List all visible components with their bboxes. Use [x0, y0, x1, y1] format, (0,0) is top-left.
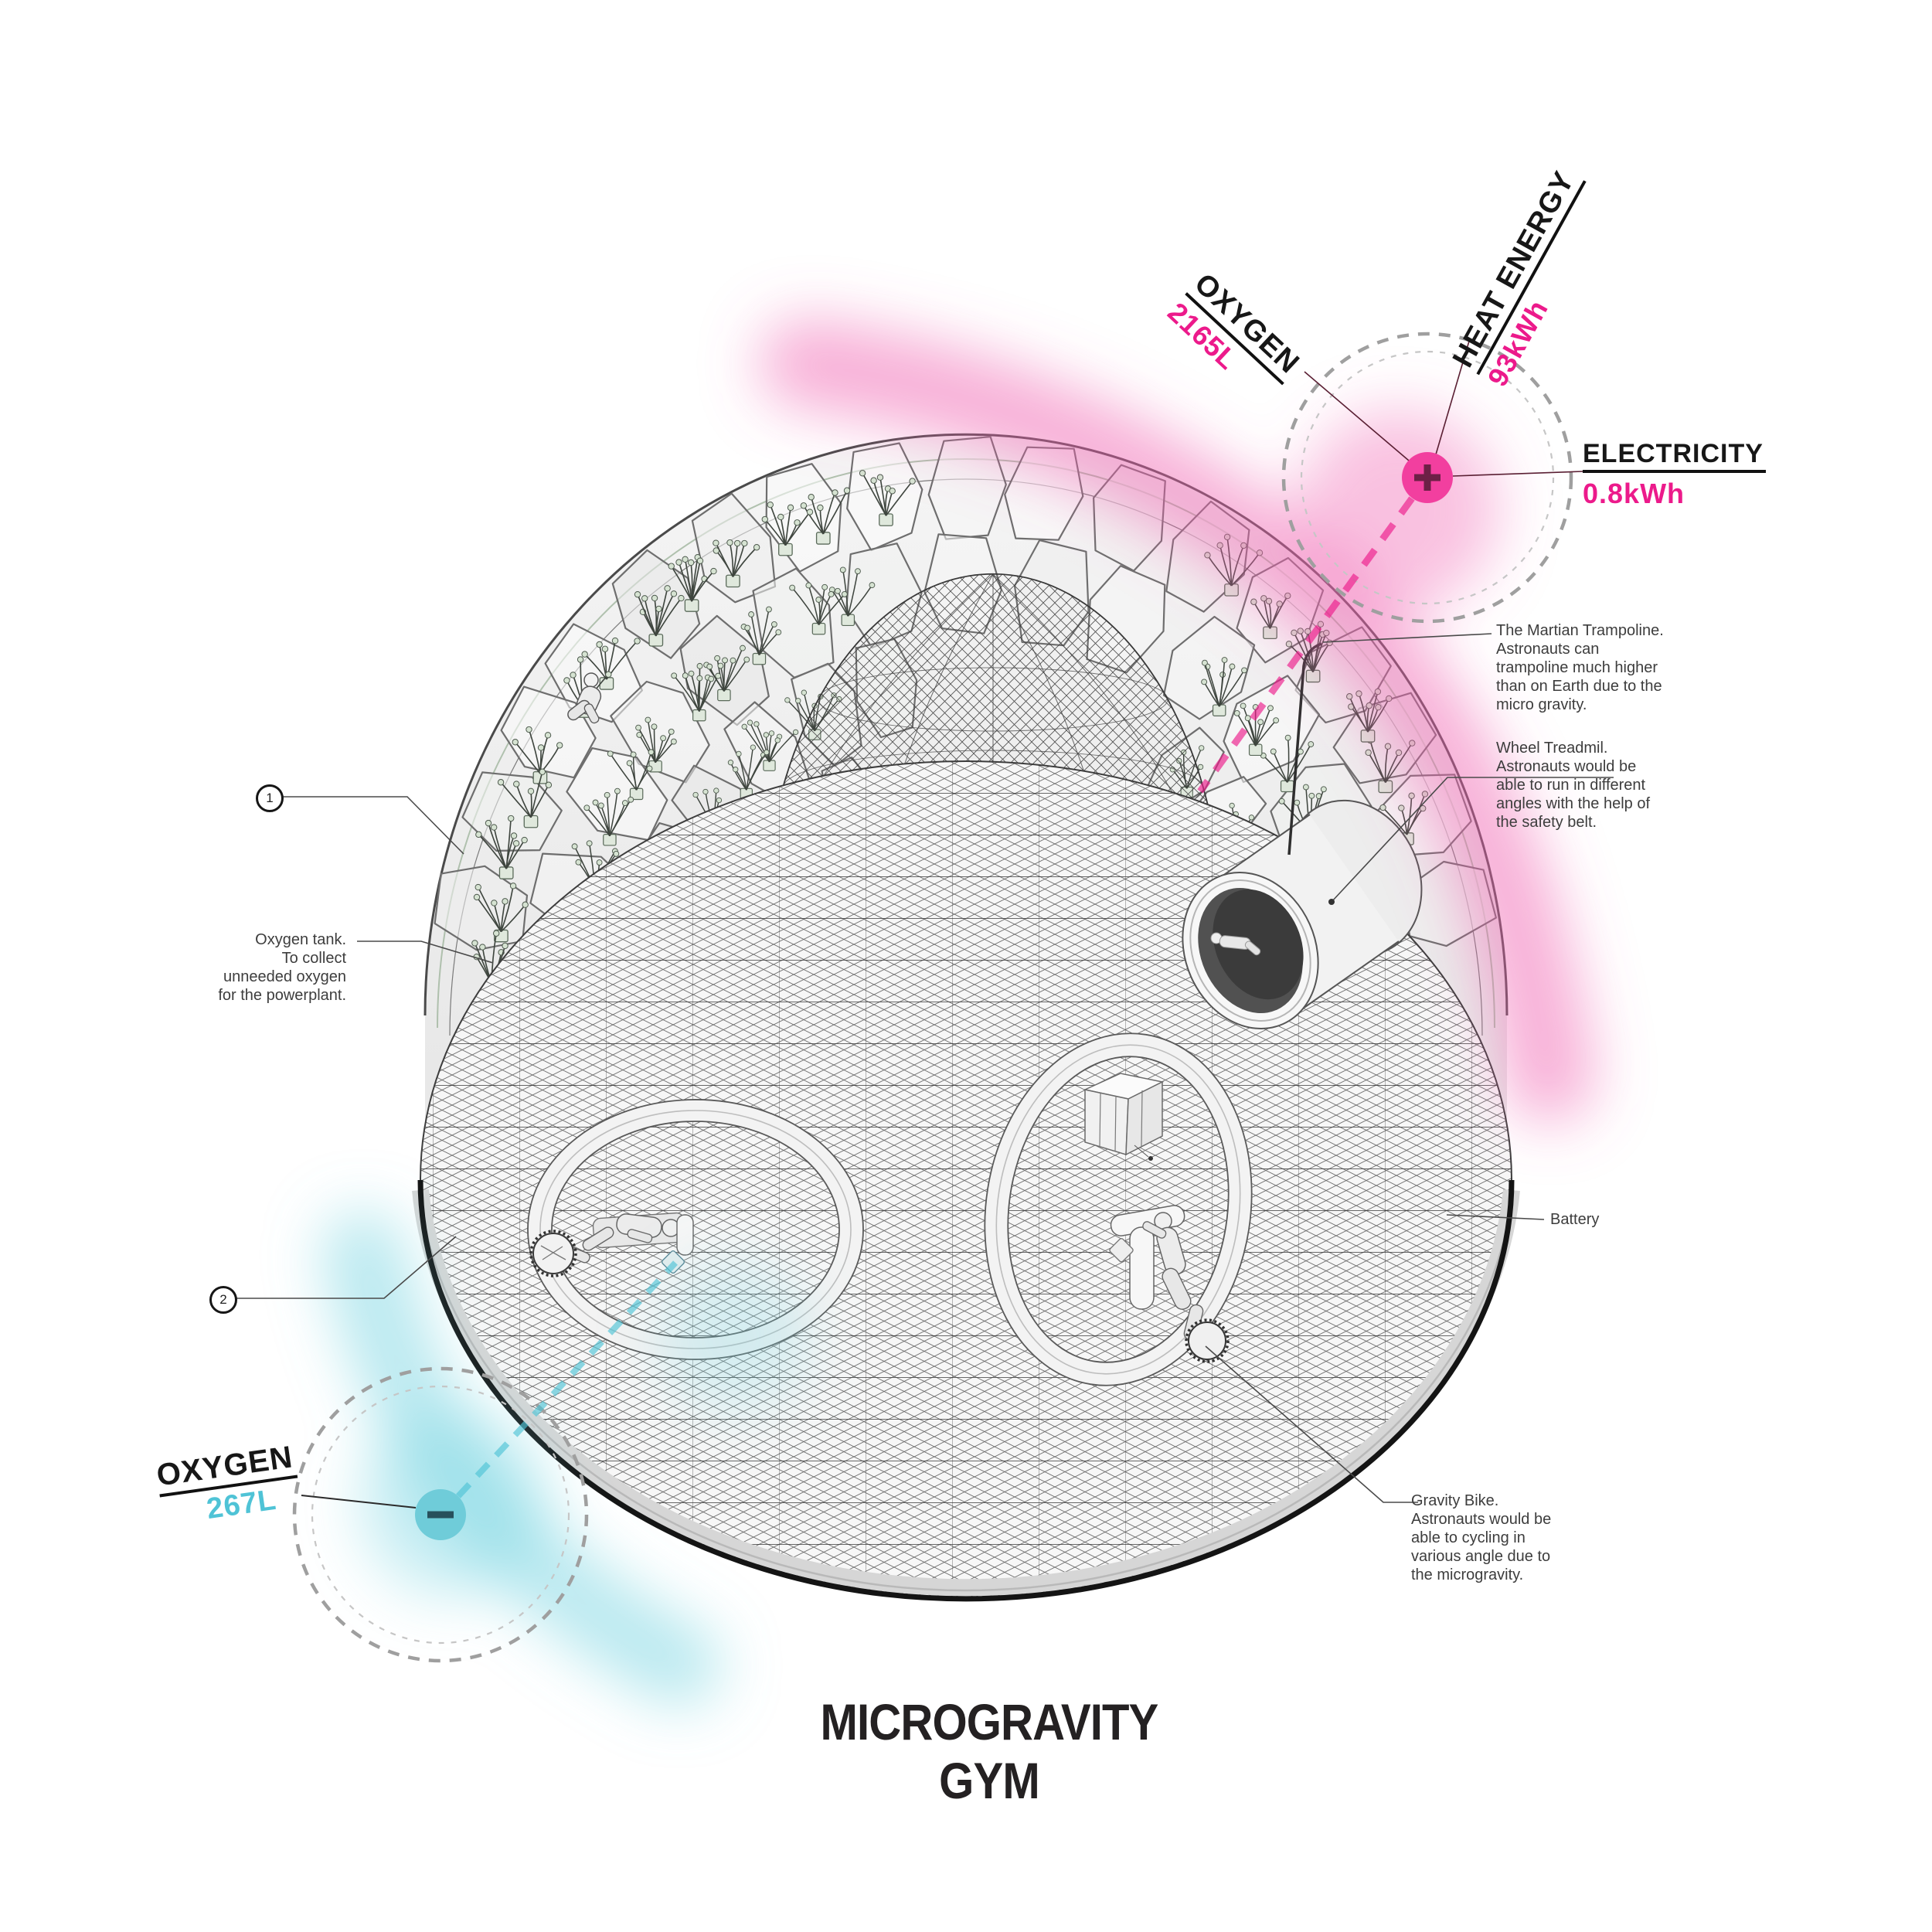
leader-wheel-dot: [1328, 899, 1335, 905]
node-label-lines: [1304, 338, 1583, 477]
electricity-value: 0.8kWh: [1583, 478, 1685, 509]
gravity-bike-right: [984, 1032, 1253, 1386]
wheel-treadmill: [1182, 799, 1423, 1029]
line-oxygen-out: [1304, 371, 1410, 461]
marker-2: 2: [209, 1286, 237, 1314]
electricity-label: ELECTRICITY: [1583, 439, 1766, 473]
annotation-oxygen-tank: Oxygen tank. To collect unneeded oxygen …: [218, 931, 346, 1004]
output-node: [1402, 452, 1453, 503]
leader-gravity-bike: [1205, 1345, 1418, 1503]
leader-battery: [1446, 1214, 1545, 1220]
battery-box: [1083, 1073, 1165, 1161]
label-electricity: ELECTRICITY 0.8kWh: [1583, 439, 1766, 510]
leader-trampoline: [1322, 633, 1492, 643]
glow-heat: [759, 318, 1594, 1123]
marker-1: 1: [256, 784, 284, 812]
plus-icon: [1414, 464, 1440, 491]
line-electricity: [1452, 471, 1583, 477]
line-oxygen-in: [301, 1495, 417, 1509]
annotation-trampoline: The Martian Trampoline. Astronauts can t…: [1496, 622, 1664, 713]
leader-oxygen-tank: [357, 940, 494, 964]
page-title: MICROGRAVITY GYM: [820, 1693, 1159, 1809]
line-heat: [1435, 338, 1471, 455]
floating-astronaut: [567, 672, 602, 724]
wheel-astronaut: [1210, 932, 1261, 956]
oxygen-collector-gear: [532, 1233, 574, 1274]
leader-wheel: [1331, 777, 1614, 903]
gravity-bike-left: [527, 1099, 864, 1360]
oxygen-capsule: [676, 1214, 694, 1256]
leader-marker-1: [280, 796, 464, 855]
dashed-link-heat: [1197, 496, 1415, 794]
output-node-rings: [1281, 332, 1573, 624]
leader-lines: [233, 633, 1614, 1503]
pedal-gear: [1188, 1321, 1226, 1360]
input-node-rings: [292, 1366, 589, 1663]
annotation-wheel-treadmill: Wheel Treadmil. Astronauts would be able…: [1496, 740, 1651, 831]
input-node: [415, 1489, 466, 1540]
leader-marker-2: [233, 1236, 457, 1299]
annotation-gravity-bike: Gravity Bike. Astronauts would be able t…: [1411, 1492, 1552, 1583]
annotation-battery: Battery: [1550, 1211, 1600, 1228]
dashed-link-oxygen: [456, 1260, 678, 1498]
